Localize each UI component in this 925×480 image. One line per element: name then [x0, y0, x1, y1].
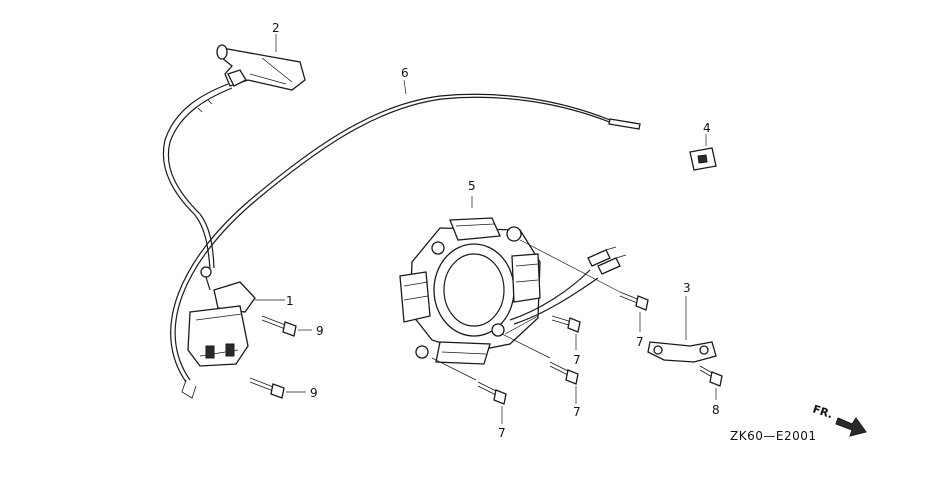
callout-3: 3 — [683, 281, 691, 295]
charge-coil-part-5 — [399, 196, 627, 381]
spark-plug-cap-part-2 — [162, 44, 306, 269]
bolt-part-7-d — [477, 381, 507, 424]
callout-9-b: 9 — [310, 386, 318, 400]
bolt-part-9-lower — [249, 377, 306, 399]
callout-9-a: 9 — [316, 324, 324, 338]
bracket-part-3 — [647, 296, 717, 363]
callout-6: 6 — [401, 66, 409, 80]
callout-5: 5 — [468, 179, 476, 193]
front-direction-arrow-icon: FR. — [811, 402, 867, 437]
callout-2: 2 — [272, 21, 280, 35]
diagram-code: ZK60—E2001 — [730, 429, 816, 443]
wire-clip-part-4 — [689, 134, 717, 171]
callout-1: 1 — [286, 294, 294, 308]
bolt-part-8 — [699, 365, 723, 400]
callout-8: 8 — [712, 403, 720, 417]
callout-7-a: 7 — [636, 335, 644, 349]
callout-4: 4 — [703, 121, 711, 135]
callout-7-b: 7 — [573, 353, 581, 367]
bolt-part-7-b — [551, 315, 581, 350]
callout-7-c: 7 — [573, 405, 581, 419]
callout-7-d: 7 — [498, 426, 506, 440]
wire-part-6 — [170, 93, 641, 399]
bolt-part-7-c — [549, 361, 579, 404]
direction-label: FR. — [811, 402, 834, 421]
ignition-coil-part-1 — [187, 266, 285, 367]
bolt-part-9-upper — [261, 315, 312, 337]
bolt-part-7-a — [619, 291, 649, 332]
